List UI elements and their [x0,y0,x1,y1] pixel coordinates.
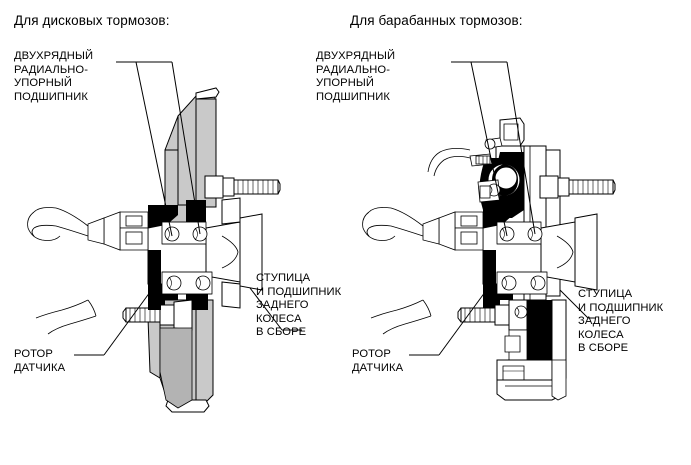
heading-drum-brakes: Для барабанных тормозов: [350,13,523,28]
sensor-label-right-line1: РОТОР [352,348,391,360]
hub-label-line2: И ПОДШИПНИК [256,285,342,298]
wheel-stud-lower-threads [122,307,161,323]
hub-label-line3: ЗАДНЕГО [256,299,309,312]
leader-hub-right [559,289,596,319]
hub-label-line4: КОЛЕСА [256,312,302,325]
label-rear-hub-assembly-left: СТУПИЦА И ПОДШИПНИК ЗАДНЕГО КОЛЕСА В СБО… [256,272,341,340]
heading-disc-brakes: Для дисковых тормозов: [14,13,170,28]
sensor-label-right-line2: ДАТЧИКА [352,361,404,374]
wheel-stud-lower-threads-right [457,307,496,323]
sensor-label-line2: ДАТЧИКА [14,361,66,374]
label-double-row-bearing-left: ДВУХРЯДНЫЙ РАДИАЛЬНО- УПОРНЫЙ ПОДШИПНИК [14,50,93,104]
leader-sensor-left [74,287,154,356]
leader-bearing-left [116,61,201,237]
wheel-stud-upper-threads-right [568,179,616,195]
bearing-label-line4: ПОДШИПНИК [14,90,88,103]
leader-hub-left [249,287,302,331]
bearing-label-line2: РАДИАЛЬНО- [14,63,89,76]
wheel-stud-upper-threads [233,179,281,195]
label-sensor-rotor-left: РОТОР ДАТЧИКА [14,348,65,375]
label-sensor-rotor-right: РОТОР ДАТЧИКА [352,348,403,375]
hub-label-right-line3: ЗАДНЕГО [578,315,631,328]
bearing-label-right-line1: ДВУХРЯДНЫЙ [316,50,396,62]
bearing-label-line1: ДВУХРЯДНЫЙ [14,50,94,62]
leader-bearing-right [451,61,536,237]
left-diagram-group [27,61,302,413]
bearing-label-right-line3: УПОРНЫЙ [316,77,375,90]
hub-label-right-line1: СТУПИЦА [578,288,633,300]
label-double-row-bearing-right: ДВУХРЯДНЫЙ РАДИАЛЬНО- УПОРНЫЙ ПОДШИПНИК [316,50,395,104]
bearing-label-right-line2: РАДИАЛЬНО- [316,63,391,76]
bearing-label-right-line4: ПОДШИПНИК [316,90,390,103]
label-rear-hub-assembly-right: СТУПИЦА И ПОДШИПНИК ЗАДНЕГО КОЛЕСА В СБО… [578,288,663,356]
leader-sensor-right [409,287,489,356]
hub-label-line1: СТУПИЦА [256,272,311,284]
hub-label-line5: В СБОРЕ [256,326,307,339]
hub-label-right-line5: В СБОРЕ [578,342,629,355]
hub-label-right-line4: КОЛЕСА [578,328,624,341]
bearing-label-line3: УПОРНЫЙ [14,77,73,90]
hub-label-right-line2: И ПОДШИПНИК [578,301,664,314]
right-diagram-group [362,61,616,401]
sensor-label-line1: РОТОР [14,348,53,360]
